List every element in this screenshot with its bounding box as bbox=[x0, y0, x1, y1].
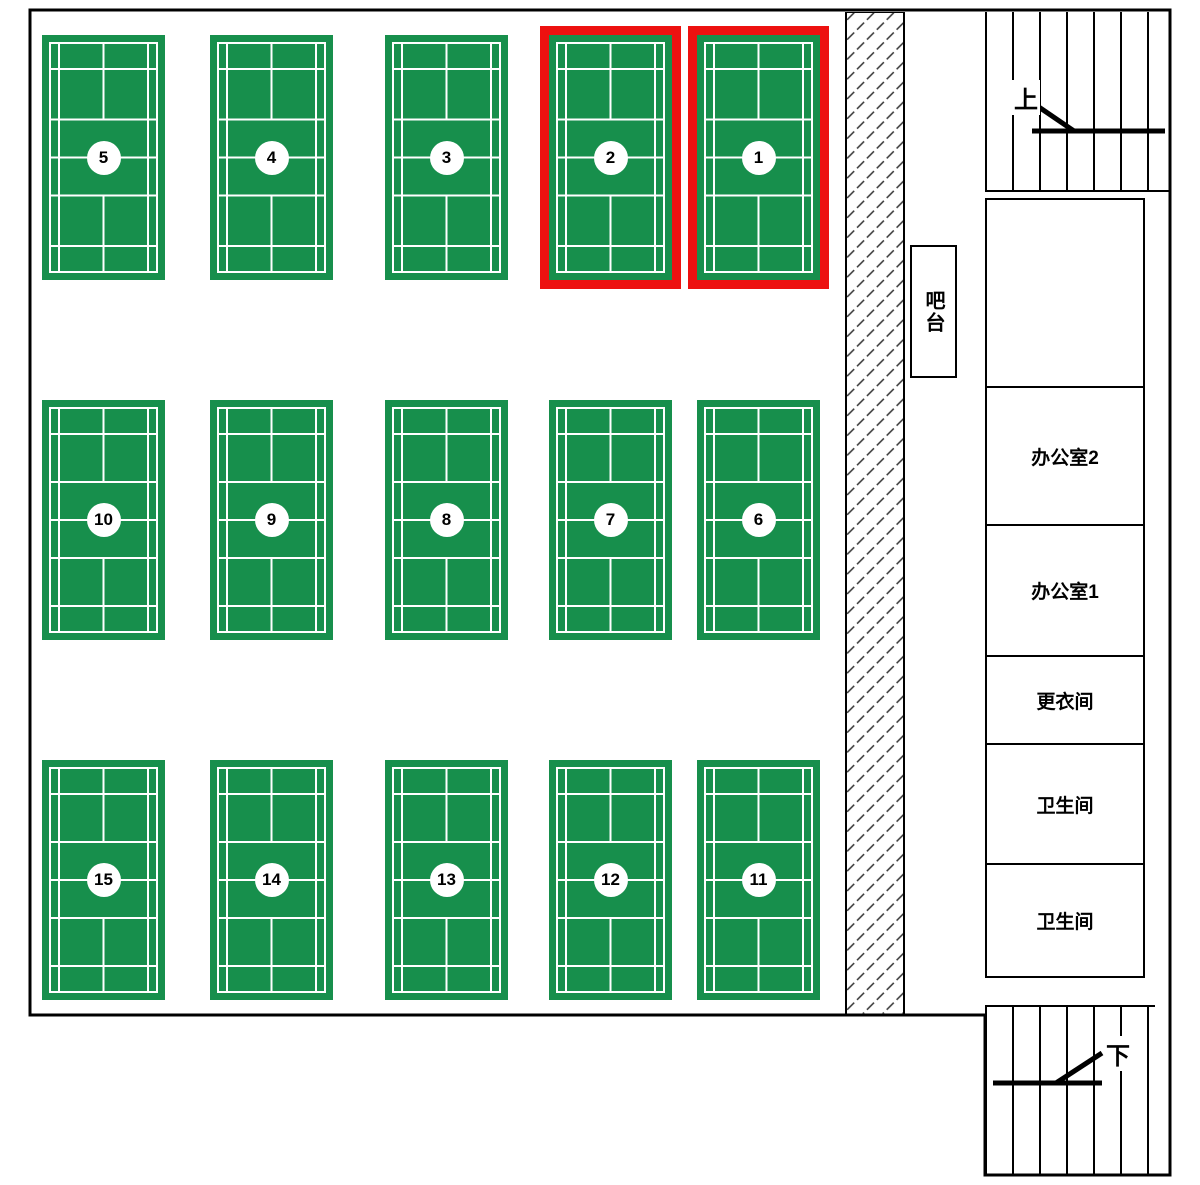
stairs-up-label: 上 bbox=[1012, 80, 1040, 115]
court-1[interactable]: 1 bbox=[688, 26, 829, 289]
court-10[interactable]: 10 bbox=[42, 400, 165, 640]
office-2: 办公室2 bbox=[985, 386, 1145, 526]
stairs-down bbox=[985, 1005, 1155, 1175]
walkway-hatch bbox=[845, 12, 905, 1015]
court-11[interactable]: 11 bbox=[697, 760, 820, 1000]
court-markings bbox=[385, 35, 508, 280]
room-label: 卫生间 bbox=[1036, 912, 1094, 933]
court-number-badge: 6 bbox=[741, 503, 776, 537]
court-number-badge: 12 bbox=[593, 863, 628, 897]
court-4[interactable]: 4 bbox=[210, 35, 333, 280]
court-number-badge: 4 bbox=[254, 140, 289, 175]
court-5[interactable]: 5 bbox=[42, 35, 165, 280]
room-label: 办公室2 bbox=[1031, 447, 1099, 469]
bar-counter-label: 吧台 bbox=[922, 289, 944, 334]
court-3[interactable]: 3 bbox=[385, 35, 508, 280]
toilet-a: 卫生间 bbox=[985, 743, 1145, 865]
court-13[interactable]: 13 bbox=[385, 760, 508, 1000]
court-6[interactable]: 6 bbox=[697, 400, 820, 640]
court-number-badge: 11 bbox=[741, 863, 776, 897]
stairs-up-arrow-icon bbox=[1028, 98, 1165, 134]
room-blank bbox=[985, 198, 1145, 388]
court-number-badge: 8 bbox=[429, 503, 464, 537]
court-number-badge: 13 bbox=[429, 863, 464, 897]
toilet-b: 卫生间 bbox=[985, 863, 1145, 978]
court-number-badge: 10 bbox=[86, 503, 121, 537]
office-1: 办公室1 bbox=[985, 524, 1145, 657]
court-number-badge: 2 bbox=[593, 140, 628, 175]
room-label: 卫生间 bbox=[1036, 795, 1094, 817]
court-number-badge: 15 bbox=[86, 863, 121, 897]
court-14[interactable]: 14 bbox=[210, 760, 333, 1000]
court-12[interactable]: 12 bbox=[549, 760, 672, 1000]
court-7[interactable]: 7 bbox=[549, 400, 672, 640]
court-9[interactable]: 9 bbox=[210, 400, 333, 640]
stairs-down-arrow-icon bbox=[993, 1050, 1104, 1086]
court-number-badge: 14 bbox=[254, 863, 289, 897]
bar-counter: 吧台 bbox=[910, 245, 957, 378]
court-15[interactable]: 15 bbox=[42, 760, 165, 1000]
changing-room: 更衣间 bbox=[985, 655, 1145, 745]
court-number-badge: 9 bbox=[254, 503, 289, 537]
court-8[interactable]: 8 bbox=[385, 400, 508, 640]
room-label: 更衣间 bbox=[1036, 691, 1094, 713]
court-markings bbox=[697, 760, 820, 1000]
stairs-down-label: 下 bbox=[1104, 1036, 1132, 1071]
court-2[interactable]: 2 bbox=[540, 26, 681, 289]
court-number-badge: 5 bbox=[86, 140, 121, 175]
court-number-badge: 1 bbox=[741, 140, 776, 175]
court-markings bbox=[210, 35, 333, 280]
court-number-badge: 7 bbox=[593, 503, 628, 537]
court-number-badge: 3 bbox=[429, 140, 464, 175]
room-label: 办公室1 bbox=[1031, 582, 1099, 603]
court-markings bbox=[385, 400, 508, 640]
